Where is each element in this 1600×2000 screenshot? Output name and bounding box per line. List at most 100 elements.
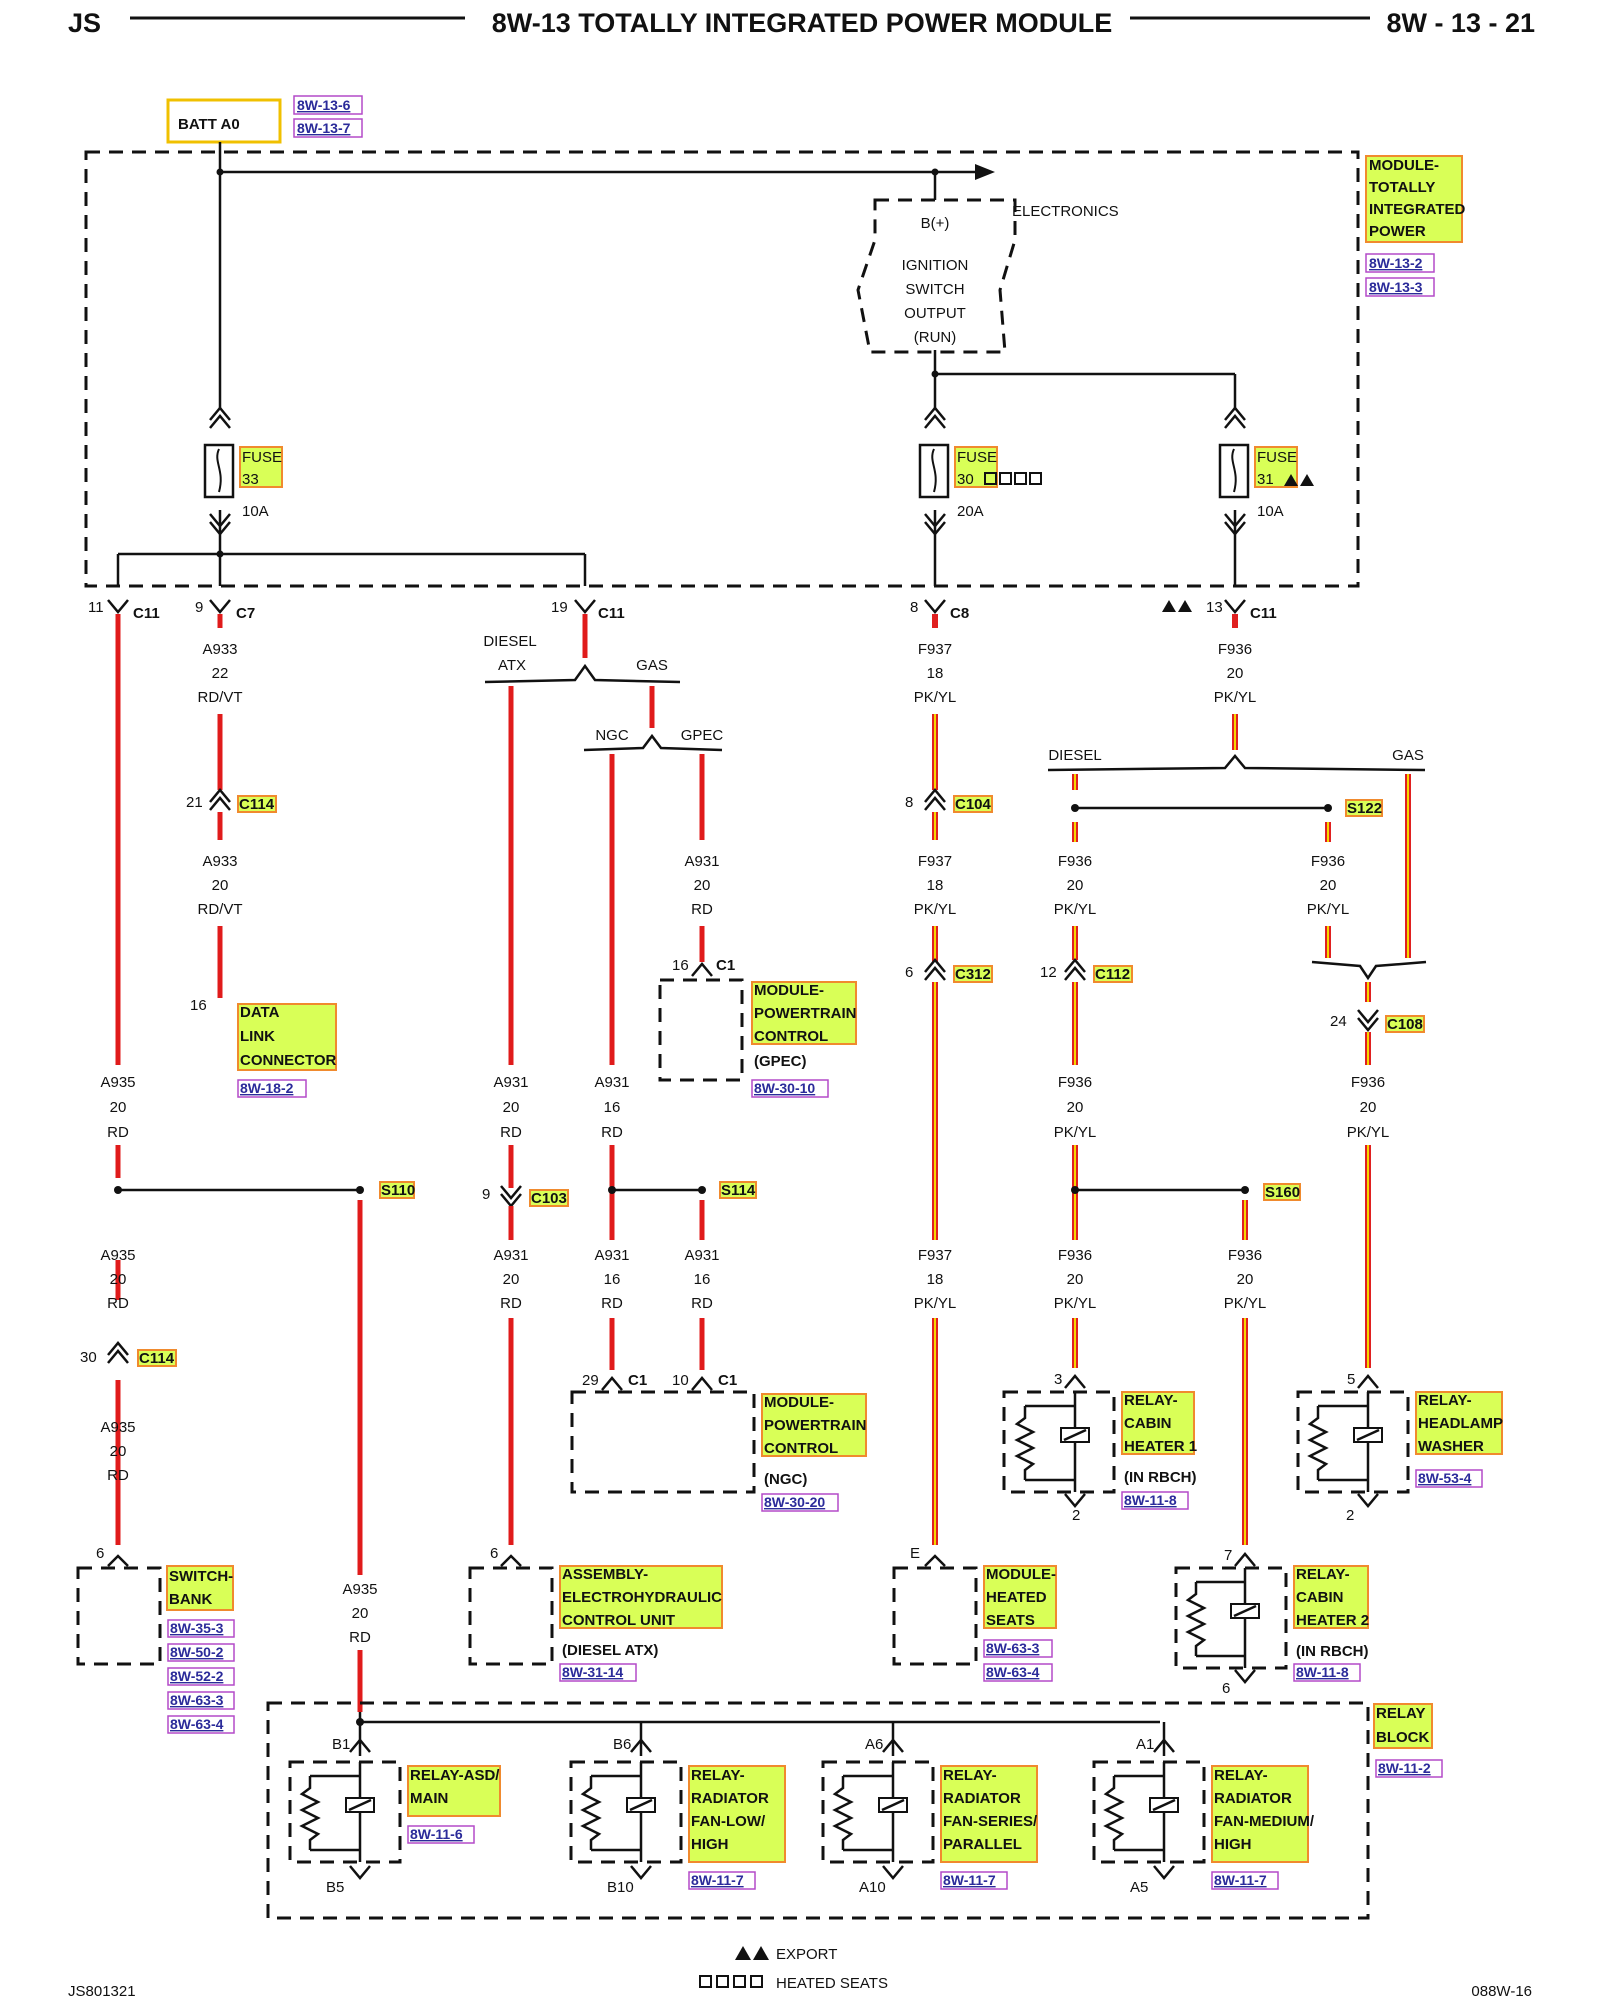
svg-text:RD: RD [500, 1295, 522, 1312]
relay-name-line: FAN-SERIES/ [943, 1813, 1038, 1830]
relay-name-line: RELAY-ASD/ [410, 1767, 500, 1784]
svg-text:PK/YL: PK/YL [1214, 689, 1257, 706]
svg-text:C114: C114 [239, 796, 275, 813]
svg-text:18: 18 [927, 877, 944, 894]
svg-text:RD: RD [601, 1124, 623, 1141]
pcm-gpec-ref[interactable]: 8W-30-10 [754, 1080, 815, 1096]
svg-text:MODULE-: MODULE- [1369, 157, 1439, 174]
tipm-ref-1[interactable]: 8W-13-2 [1369, 255, 1423, 271]
svg-text:20: 20 [1237, 1271, 1254, 1288]
relay-block-relays: B1B5RELAY-ASD/MAIN8W-11-6B6B10RELAY-RADI… [288, 1722, 1315, 1896]
svg-text:(RUN): (RUN) [914, 329, 957, 346]
svg-text:A931: A931 [493, 1074, 528, 1091]
svg-text:5: 5 [1347, 1371, 1355, 1388]
svg-text:F936: F936 [1351, 1074, 1385, 1091]
relay-name-line: PARALLEL [943, 1836, 1022, 1853]
relay-ref[interactable]: 8W-11-7 [691, 1872, 744, 1888]
switch-bank-ref-3[interactable]: 8W-52-2 [170, 1668, 224, 1684]
svg-text:HEATER 1: HEATER 1 [1124, 1438, 1197, 1455]
svg-text:RD: RD [349, 1629, 371, 1646]
relay-ref[interactable]: 8W-11-7 [943, 1872, 996, 1888]
fuse-30: FUSE 30 20A [918, 406, 1042, 536]
circuit-f936: F936 20 PK/YL DIESEL GAS S122 F936 20 PK… [1040, 614, 1427, 1545]
svg-text:7: 7 [1224, 1547, 1232, 1564]
svg-text:20: 20 [503, 1271, 520, 1288]
relay-name-line: FAN-LOW/ [691, 1813, 766, 1830]
svg-text:RD: RD [601, 1295, 623, 1312]
relay-pin-in: A1 [1136, 1736, 1154, 1753]
splice-s110: S110 [381, 1182, 415, 1199]
relay-pin-in: B1 [332, 1736, 350, 1753]
svg-text:PK/YL: PK/YL [914, 901, 957, 918]
ehcu-ref[interactable]: 8W-31-14 [562, 1664, 623, 1680]
legend-heated-seats: HEATED SEATS [776, 1975, 888, 1992]
batt-ref-2[interactable]: 8W-13-7 [297, 120, 351, 136]
svg-text:POWERTRAIN: POWERTRAIN [764, 1417, 867, 1434]
tipm-boundary [84, 150, 1360, 588]
svg-text:PK/YL: PK/YL [1054, 1295, 1097, 1312]
relay-pin-out: B10 [607, 1879, 634, 1896]
heated-seats-module: MODULE- HEATED SEATS 8W-63-3 8W-63-4 [892, 1565, 1057, 1682]
pcm-ngc-ref[interactable]: 8W-30-20 [764, 1494, 825, 1510]
svg-text:29: 29 [582, 1372, 599, 1389]
relay-name-line: HIGH [1214, 1836, 1252, 1853]
svg-text:20: 20 [503, 1099, 520, 1116]
svg-text:PK/YL: PK/YL [1054, 901, 1097, 918]
svg-text:A935: A935 [100, 1419, 135, 1436]
svg-text:CONTROL: CONTROL [754, 1028, 828, 1045]
page-number: 8W - 13 - 21 [1386, 8, 1535, 38]
relay-ref[interactable]: 8W-11-7 [1214, 1872, 1267, 1888]
svg-text:9: 9 [195, 599, 203, 616]
splice-s122: S122 [1347, 800, 1382, 817]
svg-text:20: 20 [1067, 1099, 1084, 1116]
dlc-ref[interactable]: 8W-18-2 [240, 1080, 294, 1096]
svg-text:A935: A935 [342, 1581, 377, 1598]
circuit-a935: A935 20 RD S110 A935 20 RD 30 C114 A935 … [80, 614, 415, 1567]
relay-cabin-heater-1: 3 2 RELAY- CABIN HEATER 1 (IN RBCH) 8W-1… [1002, 1371, 1197, 1524]
svg-text:10: 10 [672, 1372, 689, 1389]
svg-text:F936: F936 [1058, 853, 1092, 870]
svg-text:C11: C11 [1250, 605, 1277, 622]
connector-row-tipm: 11 C11 9 C7 19 C11 8 C8 13 C11 [88, 599, 1277, 622]
svg-text:6: 6 [490, 1545, 498, 1562]
relay-block-ref[interactable]: 8W-11-2 [1378, 1760, 1431, 1776]
svg-text:18: 18 [927, 1271, 944, 1288]
svg-text:CABIN: CABIN [1124, 1415, 1172, 1432]
svg-text:F937: F937 [918, 641, 952, 658]
cabin1-ref[interactable]: 8W-11-8 [1124, 1492, 1177, 1508]
heated-seats-ref-2[interactable]: 8W-63-4 [986, 1664, 1040, 1680]
headlamp-ref[interactable]: 8W-53-4 [1418, 1470, 1472, 1486]
pcm-ngc: MODULE- POWERTRAIN CONTROL (NGC) 8W-30-2… [570, 1390, 867, 1512]
svg-text:C11: C11 [133, 605, 160, 622]
svg-text:GAS: GAS [636, 657, 668, 674]
svg-text:C8: C8 [950, 605, 969, 622]
svg-text:CONNECTOR: CONNECTOR [240, 1052, 337, 1069]
circuit-a933: A933 22 RD/VT 21 C114 A933 20 RD/VT 16 [186, 614, 277, 1014]
relay-ref[interactable]: 8W-11-6 [410, 1826, 463, 1842]
heated-seats-ref-1[interactable]: 8W-63-3 [986, 1640, 1040, 1656]
header-left: JS [68, 8, 101, 38]
batt-ref-1[interactable]: 8W-13-6 [297, 97, 351, 113]
svg-text:RELAY-: RELAY- [1124, 1392, 1178, 1409]
switch-bank-ref-1[interactable]: 8W-35-3 [170, 1620, 224, 1636]
fuse-31: FUSE 31 10A [1218, 406, 1314, 536]
svg-text:F936: F936 [1311, 853, 1345, 870]
switch-bank-ref-4[interactable]: 8W-63-3 [170, 1692, 224, 1708]
batt-label: BATT A0 [178, 116, 240, 133]
svg-text:C312: C312 [955, 966, 991, 983]
svg-text:RD: RD [691, 901, 713, 918]
switch-bank-ref-5[interactable]: 8W-63-4 [170, 1716, 224, 1732]
svg-text:F937: F937 [918, 1247, 952, 1264]
svg-text:20: 20 [1067, 1271, 1084, 1288]
svg-text:20: 20 [110, 1099, 127, 1116]
tipm-ref-2[interactable]: 8W-13-3 [1369, 279, 1423, 295]
svg-text:PK/YL: PK/YL [1347, 1124, 1390, 1141]
svg-text:RD: RD [107, 1467, 129, 1484]
svg-text:PK/YL: PK/YL [1054, 1124, 1097, 1141]
svg-text:C1: C1 [716, 957, 735, 974]
switch-bank-ref-2[interactable]: 8W-50-2 [170, 1644, 224, 1660]
svg-text:MODULE-: MODULE- [754, 982, 824, 999]
cabin2-ref[interactable]: 8W-11-8 [1296, 1664, 1349, 1680]
tipm-internal-wiring [116, 142, 1237, 586]
